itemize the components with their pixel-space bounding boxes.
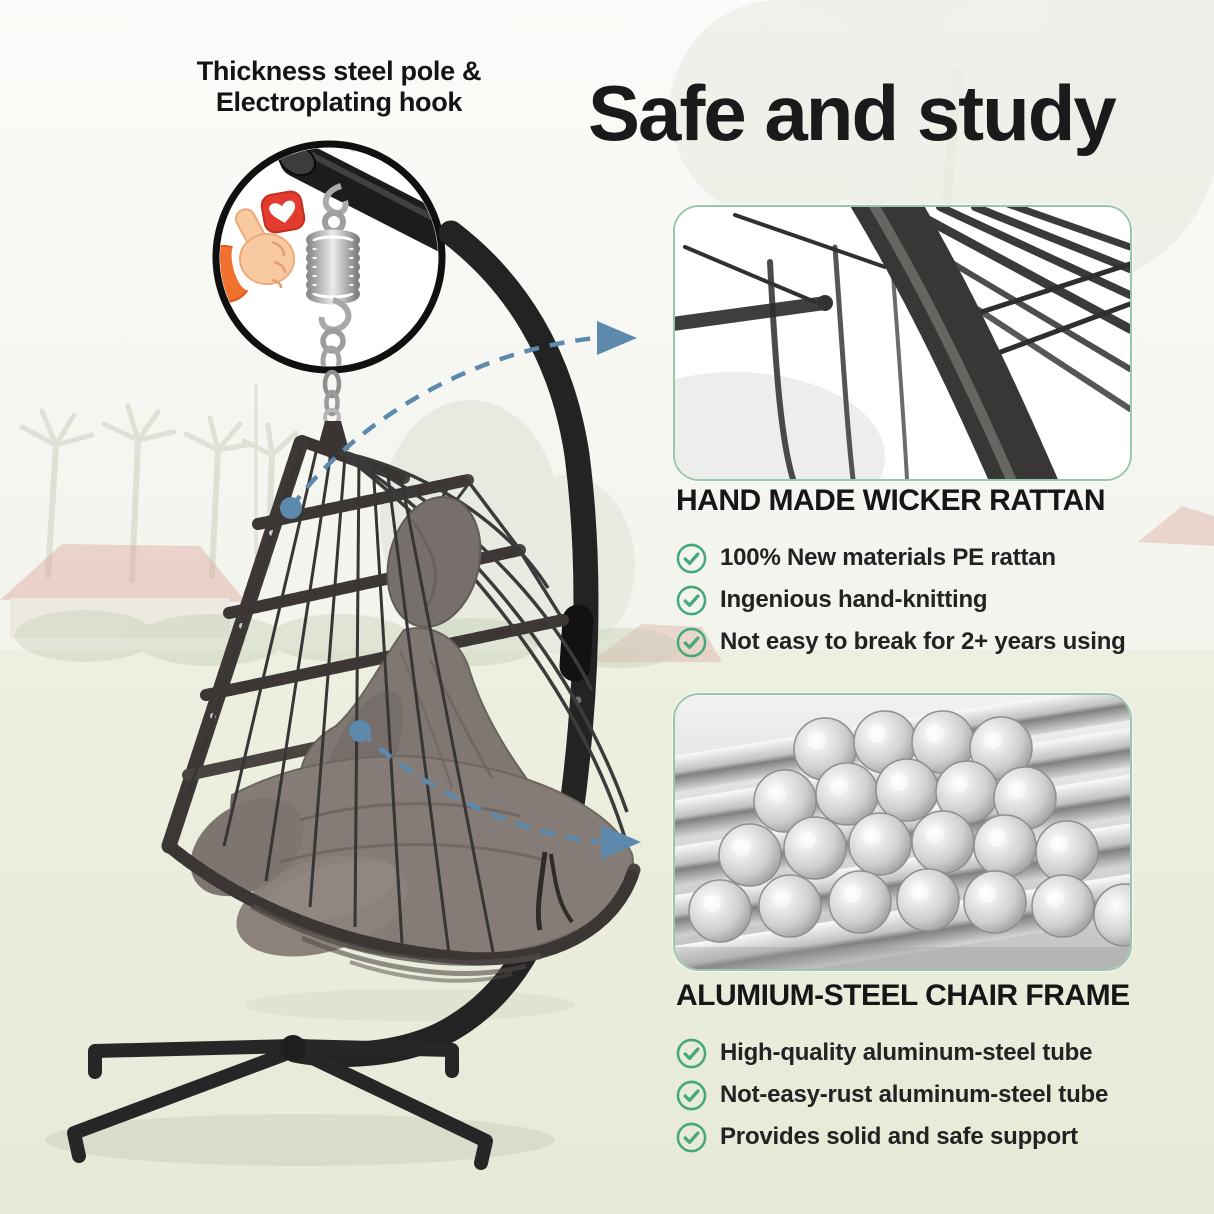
thumbs-up-icon (220, 208, 295, 303)
steel-pole-callout-label: Thickness steel pole & Electroplating ho… (143, 56, 535, 117)
check-circle-icon (676, 627, 707, 658)
feature-bullet: Provides solid and safe support (676, 1116, 1196, 1158)
chair-stand (67, 220, 599, 1170)
frame-section-title: ALUMIUM-STEEL CHAIR FRAME (676, 979, 1130, 1012)
feature-text: High-quality aluminum-steel tube (720, 1039, 1093, 1066)
feature-bullet: Not-easy-rust aluminum-steel tube (676, 1074, 1196, 1116)
stand-base (67, 1039, 493, 1170)
steel-rod-faces (688, 710, 1130, 947)
seat-cushion (190, 627, 634, 959)
check-circle-icon (676, 1080, 707, 1111)
rattan-section-title: HAND MADE WICKER RATTAN (676, 484, 1106, 517)
feature-bullet: Ingenious hand-knitting (676, 579, 1196, 621)
feature-bullet: Not easy to break for 2+ years using (676, 621, 1196, 663)
steel-tubes-photo (673, 693, 1132, 971)
zoom-circle-callout (212, 140, 446, 374)
hanger-strap (317, 421, 349, 450)
base-hub (280, 1035, 306, 1061)
arrow-head (601, 825, 641, 859)
basket-rim (162, 839, 641, 983)
callout-line-2: Electroplating hook (215, 86, 463, 117)
wicker-rattan-photo (673, 205, 1132, 481)
spring-hook (306, 183, 360, 366)
check-circle-icon (676, 585, 707, 616)
callout-line-1: Thickness steel pole & (196, 56, 482, 86)
hanging-chair (161, 421, 641, 983)
check-circle-icon (676, 543, 707, 574)
arrow-head (597, 321, 637, 355)
check-circle-icon (676, 1038, 707, 1069)
rattan-feature-section: HAND MADE WICKER RATTAN 100% New materia… (676, 484, 1196, 663)
stand-pole (282, 220, 599, 1067)
chair-shadow (245, 989, 575, 1021)
frame-feature-section: ALUMIUM-STEEL CHAIR FRAME High-quality a… (676, 979, 1196, 1158)
feature-text: Not easy to break for 2+ years using (720, 628, 1126, 655)
arrow-to-steel-inset (349, 720, 641, 859)
feature-text: Not-easy-rust aluminum-steel tube (720, 1081, 1109, 1108)
stand-shadow (45, 1114, 555, 1166)
page-title: Safe and study (588, 69, 1117, 157)
faded-buildings (0, 506, 1214, 662)
rod-face-highlights (703, 725, 1068, 912)
feature-text: Ingenious hand-knitting (720, 586, 988, 613)
arrow-to-rattan-inset (280, 321, 637, 519)
heart-like-icon (260, 190, 306, 234)
feature-bullet: High-quality aluminum-steel tube (676, 1032, 1196, 1074)
feature-bullet: 100% New materials PE rattan (676, 537, 1196, 579)
feature-text: 100% New materials PE rattan (720, 544, 1056, 571)
feature-text: Provides solid and safe support (720, 1123, 1078, 1150)
check-circle-icon (676, 1122, 707, 1153)
